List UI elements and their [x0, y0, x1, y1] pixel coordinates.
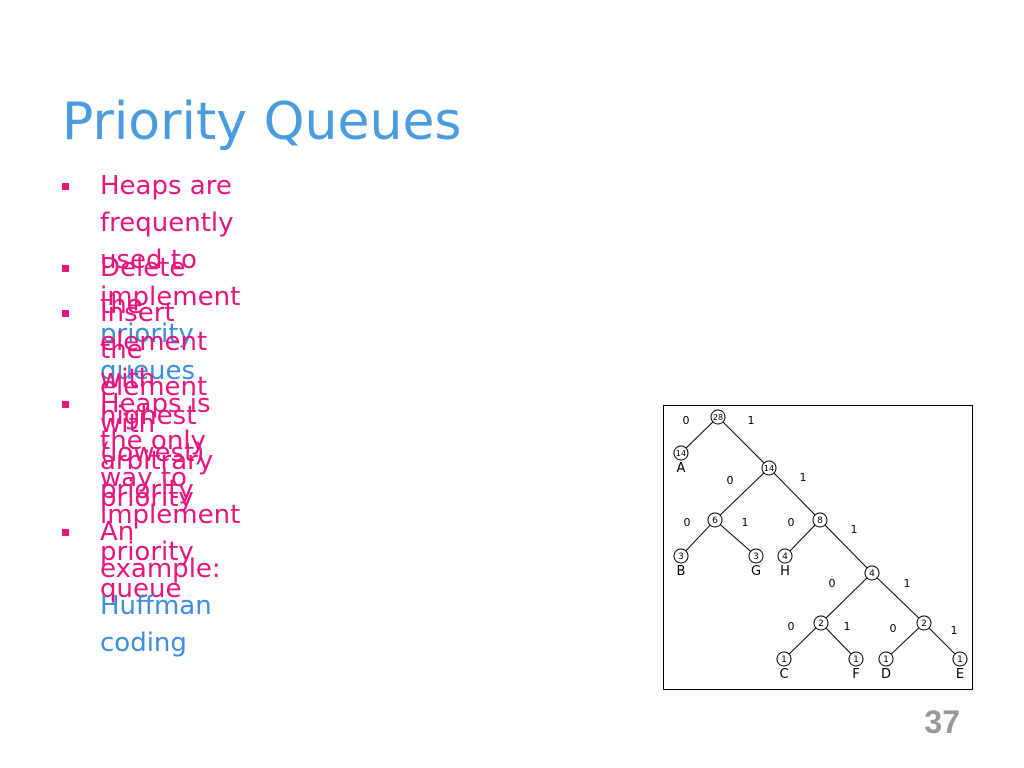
bullet-text: Heaps is the only way to [100, 389, 211, 493]
bullet-marker-icon [62, 401, 69, 408]
bullet-text-continued: implement priority queue [100, 500, 241, 604]
tree-node [864, 565, 880, 581]
edge-bit-label: 1 [851, 523, 858, 536]
tree-edge [773, 472, 816, 516]
edge-bit-label: 0 [684, 516, 691, 529]
tree-leaf-label: H [780, 564, 790, 579]
bullet-text: Insert the element with arbitrary priori… [100, 298, 214, 513]
tree-node [748, 548, 764, 564]
bullet-marker-icon [62, 183, 69, 190]
bullet-item: Heaps is the only way to implement prior… [62, 386, 241, 608]
tree-node-value: 3 [753, 552, 759, 562]
tree-edge [719, 472, 765, 516]
tree-edge [825, 627, 852, 655]
edge-bit-label: 1 [748, 414, 755, 427]
tree-node [848, 651, 864, 667]
tree-edge [928, 627, 956, 655]
edge-bit-label: 1 [742, 516, 749, 529]
tree-node [761, 460, 777, 476]
tree-node [916, 615, 932, 631]
edge-bit-label: 0 [683, 414, 690, 427]
tree-node-value: 1 [957, 655, 963, 665]
page-number: 37 [924, 704, 960, 740]
bullet-item: Heaps are frequently used to implement p… [62, 168, 241, 390]
tree-node-value: 8 [817, 516, 823, 526]
tree-node-value: 1 [853, 655, 859, 665]
tree-node [878, 651, 894, 667]
bullet-text: An example: [100, 517, 221, 584]
bullet-item: Delete the element with highest (lowest)… [62, 250, 208, 509]
edge-bit-label: 1 [800, 471, 807, 484]
tree-leaf-label: A [677, 461, 686, 476]
edge-bit-label: 0 [727, 474, 734, 487]
tree-leaf-label: D [881, 667, 891, 682]
tree-node-value: 4 [869, 569, 875, 579]
bullet-highlight: priority [100, 319, 194, 349]
bullet-text: Delete the element with highest (lowest)… [100, 253, 208, 505]
tree-node [777, 548, 793, 564]
bullet-highlight: Huffman coding [100, 591, 212, 658]
tree-edge [825, 577, 868, 619]
edge-bit-label: 1 [951, 624, 958, 637]
tree-edge [719, 524, 752, 552]
tree-edge [788, 627, 817, 655]
edge-bit-label: 1 [904, 577, 911, 590]
tree-edge [685, 524, 711, 552]
tree-node-value: 14 [764, 464, 774, 473]
bullet-marker-icon [62, 529, 69, 536]
tree-node [673, 548, 689, 564]
tree-node [952, 651, 968, 667]
tree-node-value: 1 [883, 655, 889, 665]
tree-node-value: 2 [921, 619, 927, 629]
tree-leaf-label: F [852, 667, 859, 682]
edge-bit-label: 0 [788, 620, 795, 633]
tree-node-value: 3 [678, 552, 684, 562]
tree-leaf-label: C [779, 667, 788, 682]
bullet-highlight-continued: queues [100, 356, 195, 386]
edge-bit-label: 0 [788, 516, 795, 529]
edge-bit-label: 0 [829, 577, 836, 590]
tree-edge [824, 524, 868, 569]
tree-edge [890, 627, 920, 655]
tree-node-value: 28 [713, 413, 723, 422]
bullet-item: Insert the element with arbitrary priori… [62, 295, 214, 517]
tree-leaf-label: E [956, 667, 964, 682]
tree-edge [722, 421, 765, 464]
tree-node [710, 409, 726, 425]
tree-leaf-label: G [751, 564, 761, 579]
tree-leaf-label: B [677, 564, 686, 579]
tree-node-value: 4 [782, 552, 788, 562]
tree-node [812, 512, 828, 528]
bullet-item: An example: Huffman coding [62, 514, 221, 662]
tree-node [673, 445, 689, 461]
tree-edge [789, 524, 816, 552]
tree-edge [876, 577, 920, 619]
tree-node [776, 651, 792, 667]
tree-node-value: 2 [818, 619, 824, 629]
slide-title: Priority Queues [62, 92, 462, 152]
tree-node-value: 14 [676, 449, 686, 458]
bullet-marker-icon [62, 265, 69, 272]
tree-edge [685, 421, 714, 449]
tree-node [813, 615, 829, 631]
tree-node-value: 6 [712, 516, 718, 526]
edge-bit-label: 1 [844, 620, 851, 633]
bullet-marker-icon [62, 310, 69, 317]
tree-node-value: 1 [781, 655, 787, 665]
edge-bit-label: 0 [890, 622, 897, 635]
bullet-text: Heaps are frequently used to implement [100, 171, 241, 312]
tree-node [707, 512, 723, 528]
